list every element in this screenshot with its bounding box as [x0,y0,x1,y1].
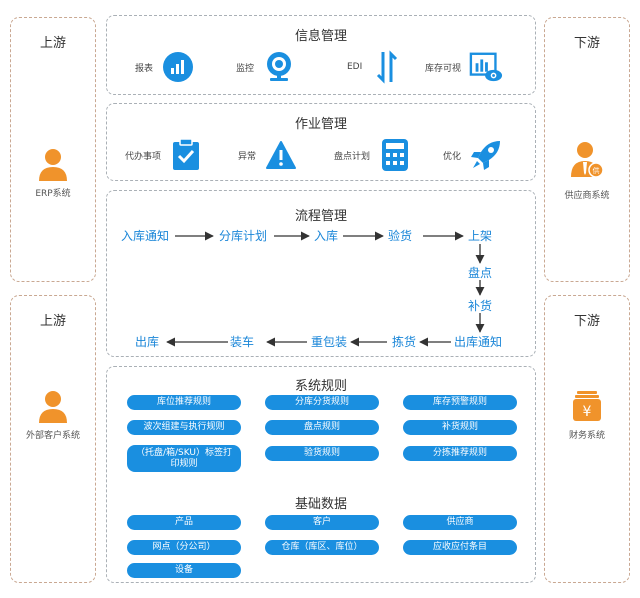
supplier-system-label: 供应商系统 [564,191,610,201]
flow-node-replenish: 补货 [468,299,493,313]
upstream-title: 上游 [39,36,66,51]
exception-label: 异常 [238,151,257,162]
edi-item[interactable]: EDI [347,50,404,84]
flow-node-outbound: 出库 [135,335,160,349]
base-data-pill[interactable]: 客户 [265,515,379,530]
downstream-title: 下游 [573,36,600,51]
svg-text:供: 供 [593,166,600,175]
todo-item[interactable]: 代办事项 [125,138,203,172]
downstream-supplier-box: 下游 供 供应商系统 [544,17,630,282]
warning-icon [264,138,298,172]
transfer-arrows-icon [370,50,404,84]
calculator-icon [378,138,412,172]
flow-node-inbound: 入库 [314,229,339,243]
stocktake-plan-label: 盘点计划 [334,151,371,162]
todo-label: 代办事项 [125,151,162,162]
supplier-user-icon: 供 [570,141,604,183]
rule-pill[interactable]: 分拣推荐规则 [403,446,517,461]
info-management-title: 信息管理 [294,29,347,44]
process-management-panel: 流程管理 入库通知 分库计划 入库 验货 上架 盘点 补货 出库通知 拣货 重包… [106,190,536,357]
svg-text:¥: ¥ [583,404,592,420]
base-data-pill[interactable]: 网点（分公司） [127,540,241,555]
report-label: 报表 [135,63,154,74]
flow-node-split-plan: 分库计划 [219,229,268,243]
user-icon [38,390,68,428]
downstream-finance-box: 下游 ¥ 财务系统 [544,295,630,583]
chart-eye-icon [469,50,503,84]
stocktake-plan-item[interactable]: 盘点计划 [334,138,412,172]
rocket-icon [469,138,503,172]
upstream-customer-box: 上游 外部客户系统 [10,295,96,583]
flow-node-picking: 拣货 [392,335,417,349]
rules-data-panel: 系统规则 库位推荐规则 分库分货规则 库存预警规则 波次组建与执行规则 盘点规则… [106,366,536,583]
report-item[interactable]: 报表 [135,50,195,84]
finance-system-label: 财务系统 [568,431,605,441]
optimize-item[interactable]: 优化 [443,138,503,172]
optimize-label: 优化 [443,151,462,162]
clipboard-check-icon [169,138,203,172]
monitor-label: 监控 [236,63,255,74]
inventory-visibility-item[interactable]: 库存可视 [425,50,503,84]
base-data-title: 基础数据 [294,497,347,512]
base-data-pill[interactable]: 产品 [127,515,241,530]
operation-management-title: 作业管理 [294,117,347,132]
flow-node-loading: 装车 [230,335,255,349]
base-data-pill[interactable]: 应收应付条目 [403,540,517,555]
flow-arrows [166,231,485,347]
bar-chart-icon [161,50,195,84]
rule-pill[interactable]: （托盘/箱/SKU）标签打印规则 [127,445,241,472]
customer-system-label: 外部客户系统 [25,431,80,441]
webcam-icon [262,50,296,84]
flow-node-repack: 重包装 [311,335,348,349]
rule-pill[interactable]: 验货规则 [265,446,379,461]
upstream-erp-box: 上游 ERP系统 [10,17,96,282]
monitor-item[interactable]: 监控 [236,50,296,84]
exception-item[interactable]: 异常 [238,138,298,172]
operation-management-panel: 作业管理 代办事项 异常 盘点计划 优化 [106,103,536,181]
rule-pill[interactable]: 分库分货规则 [265,395,379,410]
erp-system-label: ERP系统 [35,189,71,199]
rule-pill[interactable]: 库存预警规则 [403,395,517,410]
flow-node-inbound-notice: 入库通知 [121,229,170,243]
yuan-stack-icon: ¥ [572,390,602,426]
base-data-pill[interactable]: 仓库（库区、库位） [265,540,379,555]
downstream-title: 下游 [573,314,600,329]
info-management-panel: 信息管理 报表 监控 EDI 库存可视 [106,15,536,95]
upstream-title: 上游 [39,314,66,329]
process-management-title: 流程管理 [294,209,347,224]
base-data-pill[interactable]: 供应商 [403,515,517,530]
user-icon [38,148,68,186]
flow-node-inspection: 验货 [388,229,413,243]
rule-pill[interactable]: 库位推荐规则 [127,395,241,410]
inventory-visibility-label: 库存可视 [425,63,462,74]
base-data-pill[interactable]: 设备 [127,563,241,578]
rule-pill[interactable]: 补货规则 [403,420,517,435]
system-rules-title: 系统规则 [294,379,347,394]
flow-node-stocktake: 盘点 [468,266,493,280]
edi-label: EDI [347,62,363,72]
flow-node-outbound-notice: 出库通知 [454,335,503,349]
rule-pill[interactable]: 波次组建与执行规则 [127,420,241,435]
flow-node-putaway: 上架 [468,229,493,243]
rule-pill[interactable]: 盘点规则 [265,420,379,435]
